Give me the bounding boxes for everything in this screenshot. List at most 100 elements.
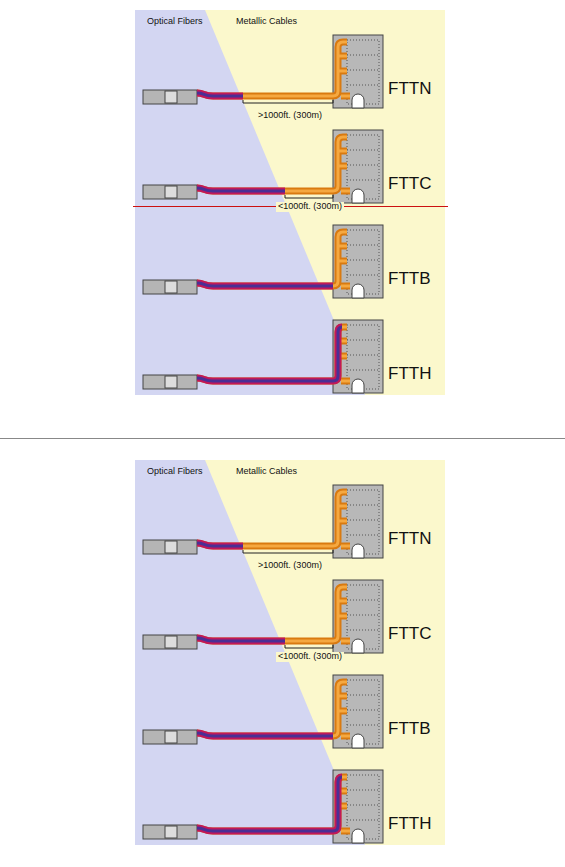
copper-cable: [197, 587, 350, 641]
fiber-cable: [197, 188, 285, 191]
entrance-dome: [352, 829, 364, 843]
cabinet-door: [165, 186, 177, 198]
copper-cable: [197, 492, 350, 546]
copper-cable: [197, 137, 350, 191]
fiber-cable: [197, 327, 342, 381]
fttx-label: FTTB: [388, 270, 431, 289]
dimension-label: >1000ft. (300m): [258, 561, 322, 571]
cabinet-box: [143, 185, 197, 199]
metallic-region: [135, 460, 445, 845]
dimension-label: <1000ft. (300m): [276, 652, 344, 662]
entrance-dome: [352, 639, 364, 653]
entrance-dome: [352, 284, 364, 298]
cabinet-door: [165, 636, 177, 648]
dimension-label: >1000ft. (300m): [258, 111, 322, 121]
dimension-bracket: [285, 195, 333, 198]
floor-line: [347, 370, 379, 371]
floor-line: [347, 70, 379, 71]
floor-line: [347, 535, 379, 536]
fiber-cable: [197, 733, 333, 736]
floor-line: [347, 150, 379, 151]
floor-line: [347, 260, 379, 261]
floor-line: [347, 790, 379, 791]
entrance-dome: [352, 379, 364, 393]
fttx-label: FTTC: [388, 175, 431, 194]
fiber-region: [135, 460, 365, 845]
floor-line: [347, 600, 379, 601]
floor-line: [347, 630, 379, 631]
fiber-cable: [197, 777, 342, 831]
fttx-label: FTTN: [388, 530, 431, 549]
fiber-cable: [197, 283, 333, 286]
cabinet-door: [165, 281, 177, 293]
entrance-dome: [352, 189, 364, 203]
copper-cable: [197, 42, 350, 96]
cabinet-door: [165, 826, 177, 838]
entrance-dome: [352, 734, 364, 748]
cabinet-box: [143, 825, 197, 839]
separator-line: [0, 438, 565, 439]
region-label: Optical Fibers: [147, 467, 203, 477]
floor-outline: [347, 490, 379, 554]
cabinet-box: [143, 540, 197, 554]
floor-line: [347, 85, 379, 86]
floor-line: [347, 55, 379, 56]
cabinet-door: [165, 91, 177, 103]
copper-cable: [197, 42, 350, 96]
floor-line: [347, 340, 379, 341]
cabinet-door: [165, 541, 177, 553]
entrance-dome: [352, 544, 364, 558]
region-label: Metallic Cables: [236, 17, 297, 27]
floor-outline: [347, 135, 379, 199]
copper-cable: [197, 327, 350, 381]
copper-cable: [197, 137, 350, 191]
fiber-cable: [197, 93, 243, 96]
fiber-cable: [197, 327, 342, 381]
floor-line: [347, 180, 379, 181]
floor-line: [347, 615, 379, 616]
floor-line: [347, 245, 379, 246]
floor-outline: [347, 680, 379, 744]
floor-outline: [347, 775, 379, 839]
fiber-region: [135, 10, 365, 395]
fiber-cable: [197, 777, 342, 831]
cabinet-door: [165, 731, 177, 743]
fttx-label: FTTN: [388, 80, 431, 99]
cabinet-box: [143, 635, 197, 649]
fiber-cable: [197, 638, 285, 641]
dimension-bracket: [243, 550, 333, 553]
floor-line: [347, 695, 379, 696]
fiber-cable: [197, 188, 285, 191]
fiber-cable: [197, 638, 285, 641]
dimension-label: <1000ft. (300m): [276, 202, 344, 212]
floor-line: [347, 805, 379, 806]
copper-cable: [197, 232, 350, 286]
fttx-label: FTTH: [388, 815, 431, 834]
dimension-bracket: [243, 100, 333, 103]
cabinet-box: [143, 730, 197, 744]
floor-outline: [347, 585, 379, 649]
floor-outline: [347, 40, 379, 104]
floor-line: [347, 710, 379, 711]
entrance-dome: [352, 94, 364, 108]
fiber-cable: [197, 733, 333, 736]
cabinet-box: [143, 90, 197, 104]
copper-cable: [197, 682, 350, 736]
floor-line: [347, 820, 379, 821]
copper-cable: [197, 682, 350, 736]
copper-cable: [197, 777, 350, 831]
cabinet-box: [143, 280, 197, 294]
floor-line: [347, 725, 379, 726]
floor-line: [347, 505, 379, 506]
floor-outline: [347, 230, 379, 294]
copper-cable: [197, 587, 350, 641]
copper-cable: [197, 327, 350, 381]
copper-cable: [197, 777, 350, 831]
fiber-cable: [197, 543, 243, 546]
fiber-cable: [197, 283, 333, 286]
cabinet-door: [165, 376, 177, 388]
floor-outline: [347, 325, 379, 389]
fttx-label: FTTH: [388, 365, 431, 384]
